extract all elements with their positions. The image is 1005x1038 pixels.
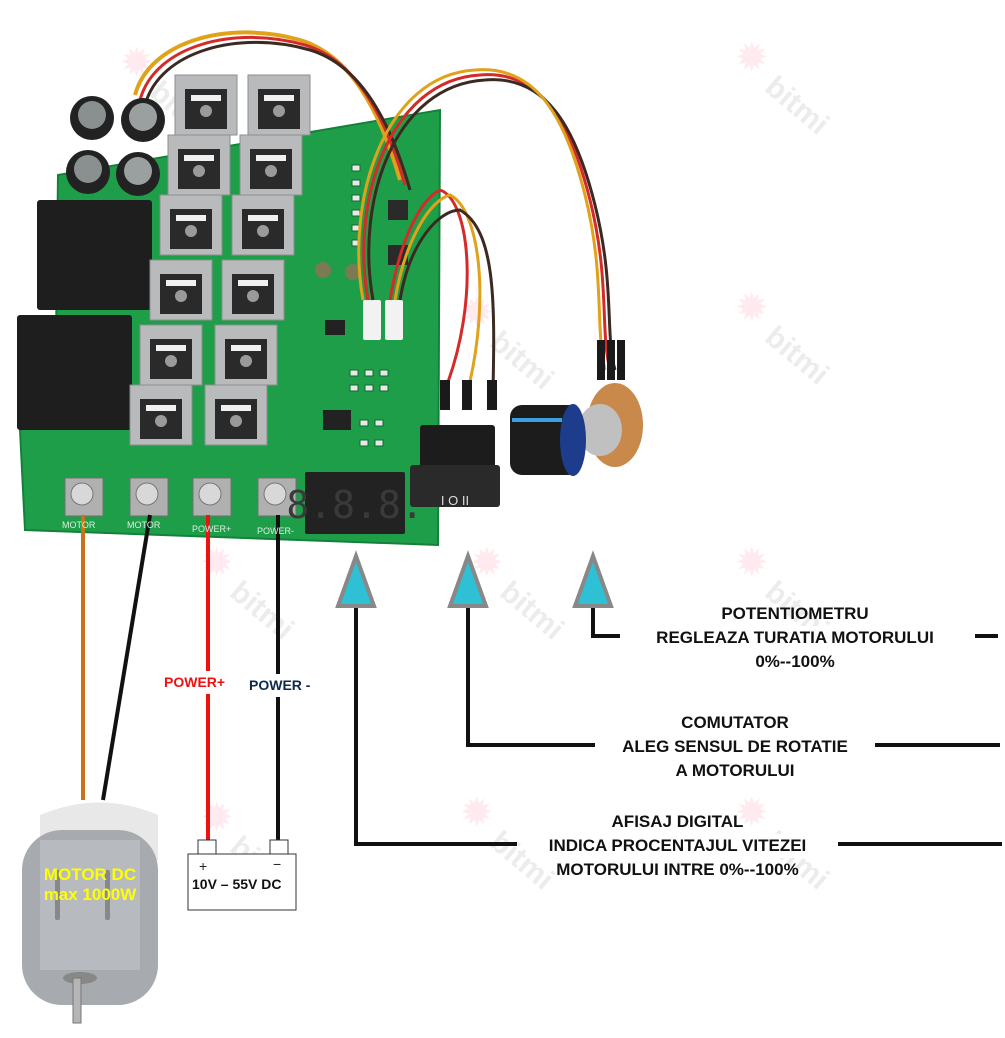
switch-markings: I O II xyxy=(441,493,469,508)
mosfet-heatsink xyxy=(231,194,295,256)
arrow-display-icon xyxy=(335,550,377,608)
mosfet-heatsink xyxy=(221,259,285,321)
callout-display: AFISAJ DIGITAL INDICA PROCENTAJUL VITEZE… xyxy=(505,810,850,882)
terminal-label-motor-1: MOTOR xyxy=(62,520,96,530)
mosfet-heatsink xyxy=(239,134,303,196)
motor-label-line1: MOTOR DC xyxy=(43,865,137,884)
screw-terminals xyxy=(64,477,297,517)
screw-terminal xyxy=(257,477,297,517)
terminal-label-power-plus: POWER+ xyxy=(192,524,232,534)
watermark-logo-icon: ✹ xyxy=(735,541,769,585)
dc-motor xyxy=(22,802,158,1024)
mosfet-heatsink xyxy=(247,74,311,136)
watermark-logo-icon: ✹ xyxy=(120,41,154,85)
watermark-logo-icon: ✹ xyxy=(735,286,769,330)
seven-segment-display: 8.8.8. xyxy=(286,472,424,534)
watermark-logo-icon: ✹ xyxy=(200,796,234,840)
callout-switch-desc2: A MOTORULUI xyxy=(675,761,795,780)
mosfet-heatsink xyxy=(214,324,278,386)
relay xyxy=(17,315,132,430)
screw-terminal xyxy=(129,477,169,517)
callout-potentiometer-desc: REGLEAZA TURATIA MOTORULUI xyxy=(654,626,936,650)
display-readout: 8.8.8. xyxy=(286,483,423,527)
terminal-label-motor-2: MOTOR xyxy=(127,520,161,530)
mosfet-heatsink xyxy=(129,384,193,446)
mosfet-heatsink xyxy=(159,194,223,256)
battery-minus-sign: − xyxy=(273,856,282,872)
callout-switch-title: COMUTATOR xyxy=(681,713,789,732)
rocker-switch: I O II xyxy=(410,380,500,508)
screw-terminal xyxy=(192,477,232,517)
battery-plus-sign: + xyxy=(199,858,208,874)
callout-switch: COMUTATOR ALEG SENSUL DE ROTATIE A MOTOR… xyxy=(585,711,885,783)
power-plus-label: POWER+ xyxy=(164,671,226,694)
callout-display-title: AFISAJ DIGITAL xyxy=(611,812,744,831)
capacitors xyxy=(66,96,165,196)
controller-board: 8.8.8. xyxy=(17,30,617,547)
motor-label-line2: max 1000W xyxy=(43,885,137,904)
mosfet-heatsinks xyxy=(129,74,311,446)
potentiometer xyxy=(510,340,643,476)
mosfet-heatsink xyxy=(204,384,268,446)
watermark-logo-icon: ✹ xyxy=(735,36,769,80)
callout-switch-desc: ALEG SENSUL DE ROTATIE xyxy=(620,735,850,759)
mosfet-heatsink xyxy=(139,324,203,386)
terminal-label-power-minus: POWER- xyxy=(257,526,294,536)
relay xyxy=(37,200,152,310)
power-minus-label: POWER - xyxy=(249,674,311,697)
battery-voltage-label: 10V – 55V DC xyxy=(192,876,282,892)
battery xyxy=(187,839,297,911)
mosfet-heatsink xyxy=(174,74,238,136)
arrow-potentiometer-icon xyxy=(572,550,614,608)
callout-arrows xyxy=(335,550,614,608)
watermark-logo-icon: ✹ xyxy=(460,791,494,835)
mosfet-heatsink xyxy=(167,134,231,196)
callout-potentiometer-title: POTENTIOMETRU xyxy=(721,604,869,623)
motor-wire-b xyxy=(101,514,152,801)
motor-label: MOTOR DC max 1000W xyxy=(30,865,150,905)
callout-lines xyxy=(354,605,1002,846)
mosfet-heatsink xyxy=(149,259,213,321)
callout-potentiometer: POTENTIOMETRU REGLEAZA TURATIA MOTORULUI… xyxy=(600,602,990,674)
watermark-logo-icon: ✹ xyxy=(200,541,234,585)
screw-terminal xyxy=(64,477,104,517)
callout-display-desc2: MOTORULUI INTRE 0%--100% xyxy=(556,860,799,879)
arrow-switch-icon xyxy=(447,550,489,608)
callout-potentiometer-range: 0%--100% xyxy=(755,652,835,671)
callout-display-desc: INDICA PROCENTAJUL VITEZEI xyxy=(546,834,809,858)
watermark-logo-icon: ✹ xyxy=(735,791,769,835)
